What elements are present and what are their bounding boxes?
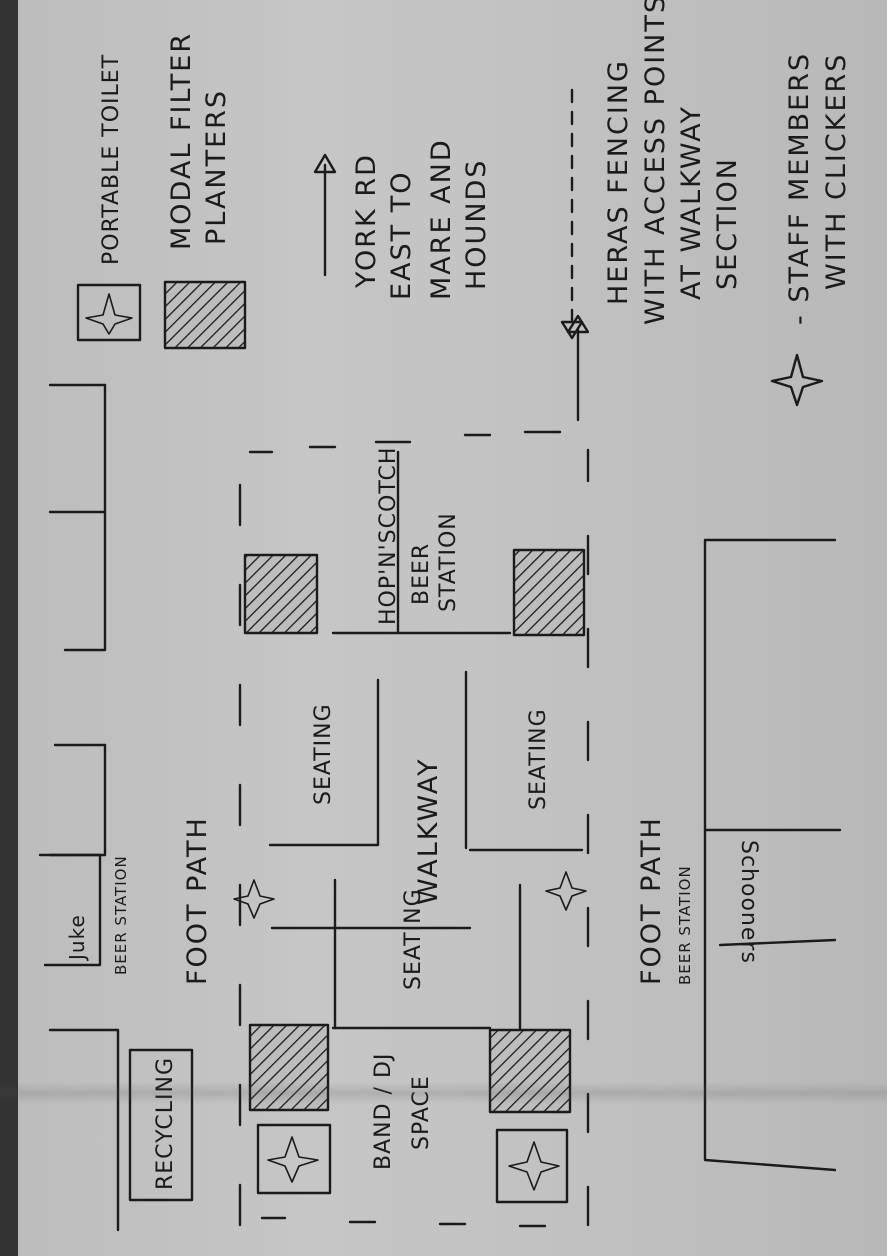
staff-symbol-top: [233, 879, 275, 919]
recycling-area: RECYCLING: [128, 1048, 194, 1202]
building-outline-top: [38, 383, 120, 1232]
legend-planters-label-1: MODAL FILTER: [166, 32, 197, 250]
legend-planters-label-2: PLANTERS: [201, 89, 232, 245]
legend-direction-label-2: EAST TO: [386, 171, 417, 301]
planter-top-right: [243, 553, 319, 635]
schooners-label: Schooners: [736, 840, 761, 964]
legend-fencing-label-2: WITH ACCESS POINTS: [640, 0, 671, 325]
seating-bottom-label: SEATING: [526, 708, 551, 810]
band-dj-space: BAND / DJ SPACE: [248, 1023, 572, 1228]
hopscotch-label-1: HOP'N'SCOTCH: [376, 447, 401, 625]
legend-planter-symbol: [163, 280, 247, 350]
hopscotch-label-3: STATION: [436, 512, 461, 612]
planter-bottom-right: [512, 548, 586, 637]
legend-fencing-label-3: AT WALKWAY: [676, 105, 707, 300]
walkway-label: WALKWAY: [413, 757, 444, 905]
planter-bottom-left: [488, 1028, 572, 1114]
band-label-2: SPACE: [409, 1075, 434, 1150]
legend-direction-label-4: HOUNDS: [461, 159, 492, 290]
recycling-label: RECYCLING: [153, 1057, 178, 1190]
fence-arrowhead: [566, 314, 590, 334]
legend-toilet-symbol: [76, 283, 142, 342]
legend: PORTABLE TOILET MODAL FILTER PLANTERS YO…: [76, 0, 852, 407]
hopscotch-label-2: BEER: [409, 543, 434, 605]
beer-station-bottom-label: BEER STATION: [676, 865, 694, 985]
seating-left-label: SEATING: [401, 888, 426, 990]
toilet-symbol-top-left: [256, 1123, 332, 1195]
hopnscotch-station: HOP'N'SCOTCH BEER STATION: [243, 447, 586, 637]
legend-fencing-label-4: SECTION: [712, 157, 743, 290]
foot-path-bottom-label: FOOT PATH: [636, 816, 667, 985]
beer-station-top-label: BEER STATION: [112, 855, 130, 975]
legend-direction-label-1: YORK RD: [351, 153, 382, 289]
legend-staff-label-1: - STAFF MEMBERS: [784, 52, 815, 325]
toilet-symbol-bottom-left: [495, 1128, 569, 1204]
building-outline-bottom: [703, 538, 842, 1172]
legend-staff-symbol: [770, 353, 824, 407]
foot-path-top-label: FOOT PATH: [182, 816, 213, 985]
legend-fencing-label-1: HERAS FENCING: [603, 59, 634, 305]
legend-toilet-label: PORTABLE TOILET: [99, 54, 124, 265]
planter-top-left: [248, 1023, 330, 1112]
seating-top-label: SEATING: [311, 703, 336, 805]
legend-direction-arrowhead: [313, 153, 337, 174]
juke-label: Juke: [65, 914, 89, 962]
band-label-1: BAND / DJ: [371, 1053, 396, 1170]
legend-staff-label-2: WITH CLICKERS: [821, 53, 852, 290]
legend-direction-label-3: MARE AND: [426, 138, 457, 300]
staff-symbol-bottom: [545, 871, 587, 911]
